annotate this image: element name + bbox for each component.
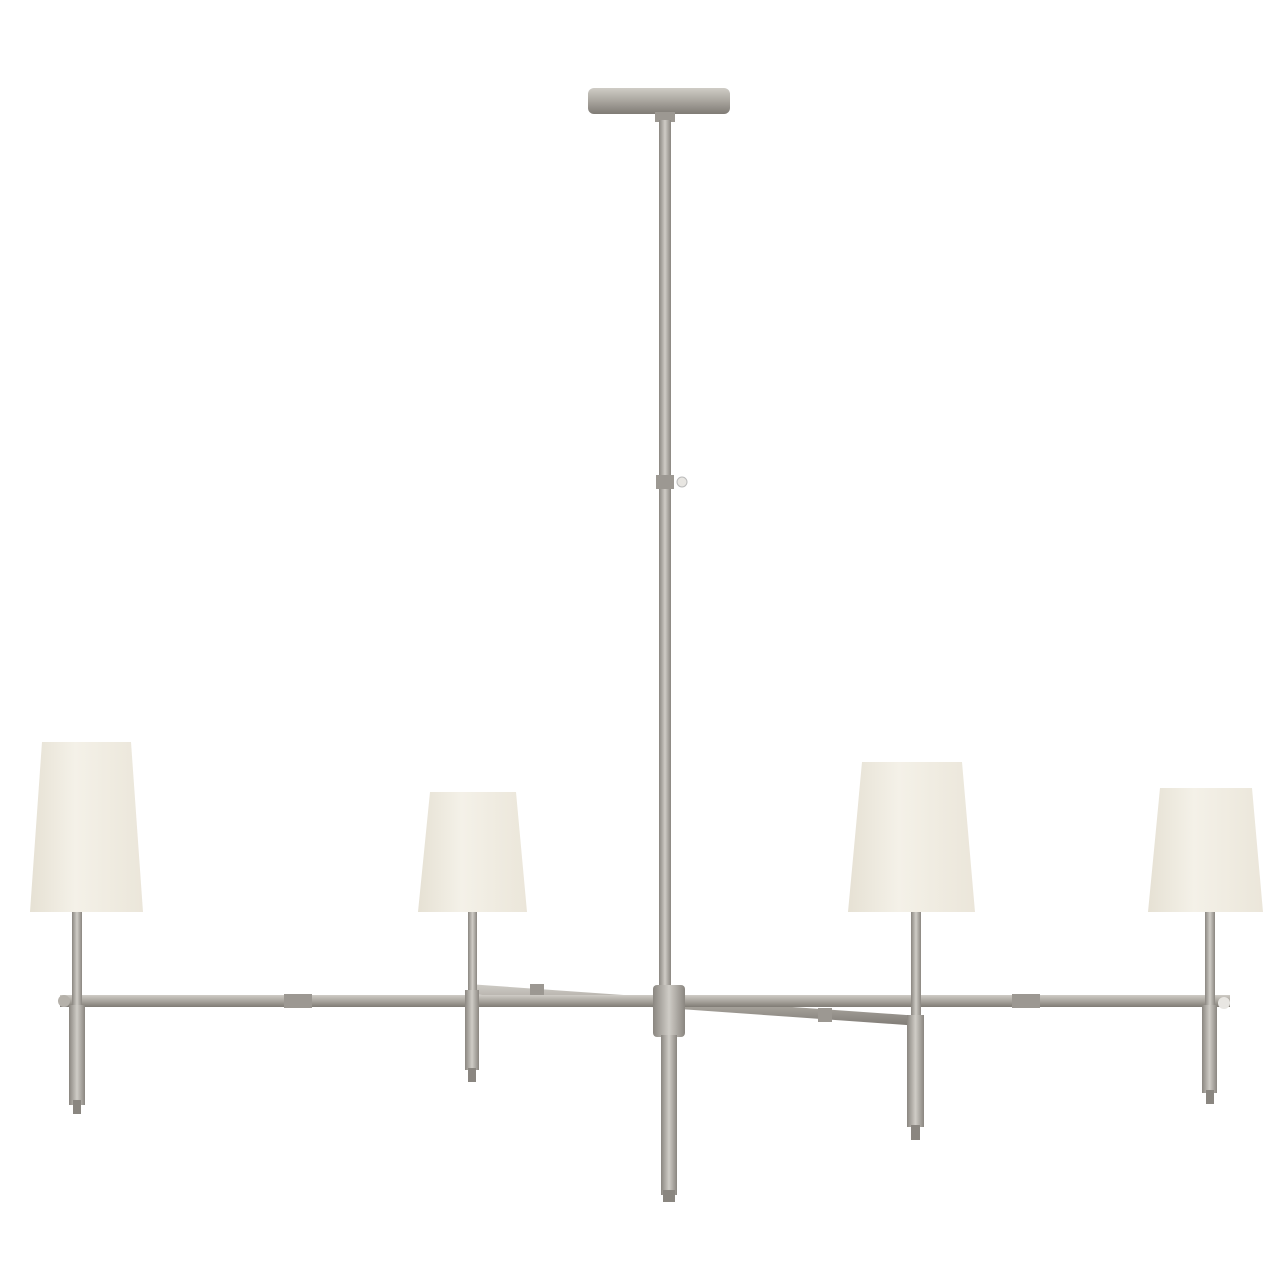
lampshade-1 xyxy=(30,742,143,912)
hub xyxy=(653,985,685,1202)
canopy xyxy=(588,88,730,122)
center-stem xyxy=(659,120,671,990)
lampshade-2 xyxy=(418,792,527,912)
main-arm xyxy=(58,994,1230,1009)
stem-coupling xyxy=(656,475,674,489)
arm-3 xyxy=(848,762,975,1140)
lampshade-4 xyxy=(1148,788,1263,912)
arm-4 xyxy=(1148,788,1263,1104)
stem-screw xyxy=(676,476,688,488)
arm-2 xyxy=(418,792,527,1082)
arm-1 xyxy=(30,742,143,1114)
lampshade-3 xyxy=(848,762,975,912)
